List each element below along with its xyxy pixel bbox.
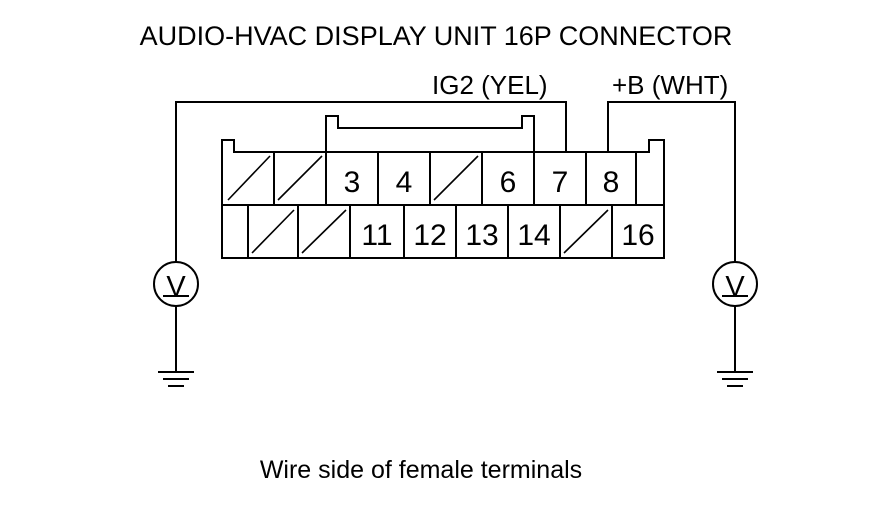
pin-16: 16 [621,219,654,252]
blocked-cavity-r2-3 [301,209,347,254]
probe-wire-left [175,101,567,262]
probe-wire-right [607,101,736,262]
b-plus-wire-label: +B (WHT) [612,70,728,100]
voltmeter-left-symbol: V [166,271,186,303]
pin-3: 3 [344,166,361,199]
diagram-caption: Wire side of female terminals [260,456,582,484]
connector-row-2 [247,205,613,258]
pin-14: 14 [517,219,550,252]
voltmeter-right-symbol: V [725,271,745,303]
ground-icon-left [158,306,194,387]
pin-6: 6 [500,166,517,199]
blocked-cavity-r1-1 [227,155,271,201]
connector-row-1 [227,152,637,205]
pin-7: 7 [552,166,569,199]
pin-13: 13 [465,219,498,252]
pin-12: 12 [413,219,446,252]
blocked-cavity-r2-8 [563,209,609,254]
pin-8: 8 [603,166,620,199]
blocked-cavity-r1-2 [277,155,323,201]
pin-11: 11 [361,219,392,252]
blocked-cavity-r2-2 [251,209,295,254]
blocked-cavity-r1-5 [433,155,479,201]
connector-housing [221,115,665,259]
pin-4: 4 [396,166,413,199]
diagram-title: AUDIO-HVAC DISPLAY UNIT 16P CONNECTOR [140,21,733,51]
ground-icon-right [717,306,753,387]
ig2-wire-label: IG2 (YEL) [432,70,548,100]
